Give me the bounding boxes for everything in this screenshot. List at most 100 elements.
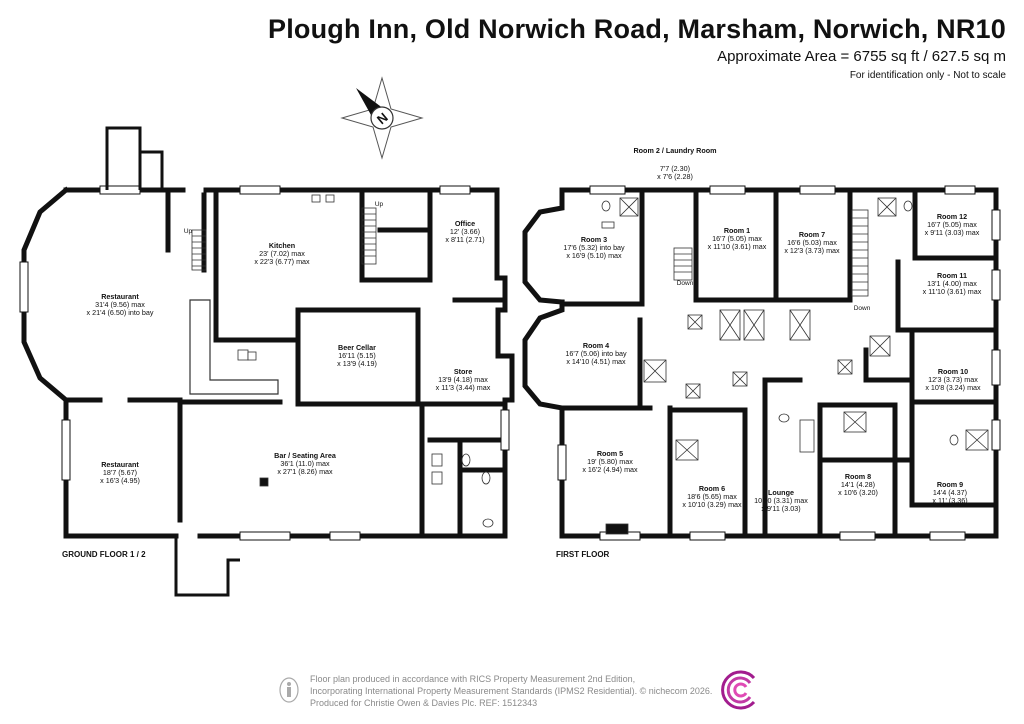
stairs-ground-2 <box>361 207 377 265</box>
stairs-first-2 <box>851 209 869 297</box>
ground-fixtures <box>237 194 494 528</box>
room-dims: x 7'6 (2.28) <box>657 172 693 181</box>
room-name: Room 9 <box>937 480 963 489</box>
room-dims: 13'1 (4.00) max <box>927 279 977 288</box>
nichecom-logo-icon <box>721 670 756 710</box>
room-dims: 16'7 (5.05) max <box>712 234 762 243</box>
area-summary: Approximate Area = 6755 sq ft / 627.5 sq… <box>717 48 1006 65</box>
first-room-labels: Room 2 / Laundry Room 7'7 (2.30) x 7'6 (… <box>563 146 981 513</box>
svg-text:Restaurant: Restaurant <box>101 460 139 469</box>
room-dims: x 16'3 (4.95) <box>100 476 140 485</box>
room-dims: x 12'3 (3.73) max <box>784 246 840 255</box>
room-dims: 14'1 (4.28) <box>841 480 875 489</box>
bar-counter <box>189 299 279 395</box>
room-dims: x 11'10 (3.61) max <box>708 242 767 251</box>
room-dims: x 9'11 (3.03) <box>761 504 800 513</box>
footer-line-3: Produced for Christie Owen & Davies Plc.… <box>310 698 538 708</box>
person-icon <box>279 677 299 703</box>
room-name: Room 2 / Laundry Room <box>633 146 716 155</box>
svg-text:Restaurant: Restaurant <box>101 292 139 301</box>
room-dims: 17'6 (5.32) into bay <box>563 243 625 252</box>
compass-icon: N <box>340 76 424 160</box>
room-dims: 19' (5.80) max <box>587 457 633 466</box>
first-floor-windows <box>557 185 1001 541</box>
disclaimer: For identification only - Not to scale <box>849 70 1006 81</box>
room-dims: 16'11 (5.15) <box>338 351 376 360</box>
porch-top <box>105 126 164 190</box>
room-dims: 12'3 (3.73) max <box>928 375 978 384</box>
svg-text:Office: Office <box>455 219 475 228</box>
room-dims: x 9'11 (3.03) max <box>925 228 980 237</box>
room-dims: x 11'10 (3.61) max <box>923 287 982 296</box>
room-name: Room 12 <box>937 212 967 221</box>
room-dims: x 11'3 (3.44) max <box>436 383 491 392</box>
room-dims: 16'7 (5.06) into bay <box>565 349 627 358</box>
room-dims: x 10'6 (3.20) <box>838 488 878 497</box>
room-dims: 18'7 (5.67) <box>103 468 137 477</box>
room-name: Office <box>455 219 475 228</box>
porch-bottom <box>174 536 240 597</box>
stairs-up-label: Up <box>375 201 384 208</box>
page-title: Plough Inn, Old Norwich Road, Marsham, N… <box>268 14 1006 44</box>
first-floor-label: FIRST FLOOR <box>556 550 610 559</box>
ground-floor-windows <box>19 185 510 541</box>
room-dims: 18'6 (5.65) max <box>687 492 737 501</box>
room-dims: 14'4 (4.37) <box>933 488 967 497</box>
room-dims: x 16'2 (4.94) max <box>582 465 638 474</box>
stairs-up-label: Up <box>184 228 193 235</box>
svg-text:Bar / Seating Area: Bar / Seating Area <box>274 451 337 460</box>
room-name: Room 8 <box>845 472 871 481</box>
footer-line-1: Floor plan produced in accordance with R… <box>310 674 636 684</box>
room-dims: 36'1 (11.0) max <box>280 459 330 468</box>
room-name: Room 4 <box>583 341 609 350</box>
ground-room-labels: Restaurant 31'4 (9.56) max x 21'4 (6.50)… <box>87 201 491 485</box>
footer-text: Floor plan produced in accordance with R… <box>310 673 712 709</box>
room-name: Store <box>454 367 472 376</box>
room-dims: 12' (3.66) <box>450 227 480 236</box>
room-dims: 16'7 (5.05) max <box>927 220 977 229</box>
room-dims: 23' (7.02) max <box>259 249 305 258</box>
footer-line-2: Incorporating International Property Mea… <box>310 686 713 696</box>
room-name: Room 1 <box>724 226 750 235</box>
room-name: Bar / Seating Area <box>274 451 337 460</box>
room-dims: x 21'4 (6.50) into bay <box>87 308 154 317</box>
room-dims: x 14'10 (4.51) max <box>566 357 626 366</box>
room-dims: x 27'1 (8.26) max <box>277 467 333 476</box>
room-dims: 7'7 (2.30) <box>660 164 690 173</box>
room-name: Kitchen <box>269 241 295 250</box>
room-name: Restaurant <box>101 460 139 469</box>
room-dims: x 13'9 (4.19) <box>337 359 377 368</box>
svg-text:Kitchen: Kitchen <box>269 241 295 250</box>
room-dims: x 10'8 (3.24) max <box>925 383 981 392</box>
room-name: Beer Cellar <box>338 343 376 352</box>
room-name: Lounge <box>768 488 794 497</box>
first-floor-fixtures <box>601 197 989 535</box>
room-dims: 31'4 (9.56) max <box>95 300 145 309</box>
ground-floor-label: GROUND FLOOR 1 / 2 <box>62 550 146 559</box>
first-floor-skylights <box>685 314 853 399</box>
svg-text:Beer Cellar: Beer Cellar <box>338 343 376 352</box>
room-name: Room 10 <box>938 367 968 376</box>
room-name: Restaurant <box>101 292 139 301</box>
svg-text:Store: Store <box>454 367 472 376</box>
room-dims: x 10'10 (3.29) max <box>682 500 742 509</box>
stairs-ground-1 <box>191 229 207 271</box>
svg-text:Room 2 / Laundry Room: Room 2 / Laundry Room <box>633 146 716 155</box>
room-dims: x 22'3 (6.77) max <box>254 257 310 266</box>
room-dims: x 8'11 (2.71) <box>445 235 484 244</box>
room-name: Room 7 <box>799 230 825 239</box>
stairs-first-1 <box>673 247 693 281</box>
room-name: Room 5 <box>597 449 623 458</box>
stairs-down-label: Down <box>854 305 871 312</box>
room-name: Room 6 <box>699 484 725 493</box>
first-floor-walls <box>522 187 999 539</box>
room-dims: 13'9 (4.18) max <box>438 375 488 384</box>
room-name: Room 11 <box>937 271 967 280</box>
room-dims: 16'6 (5.03) max <box>787 238 837 247</box>
room-dims: x 16'9 (5.10) max <box>566 251 622 260</box>
room-dims: x 11' (3.36) <box>932 496 967 505</box>
room-name: Room 3 <box>581 235 607 244</box>
room-dims: 10'10 (3.31) max <box>754 496 808 505</box>
stairs-down-label: Down <box>677 280 694 287</box>
